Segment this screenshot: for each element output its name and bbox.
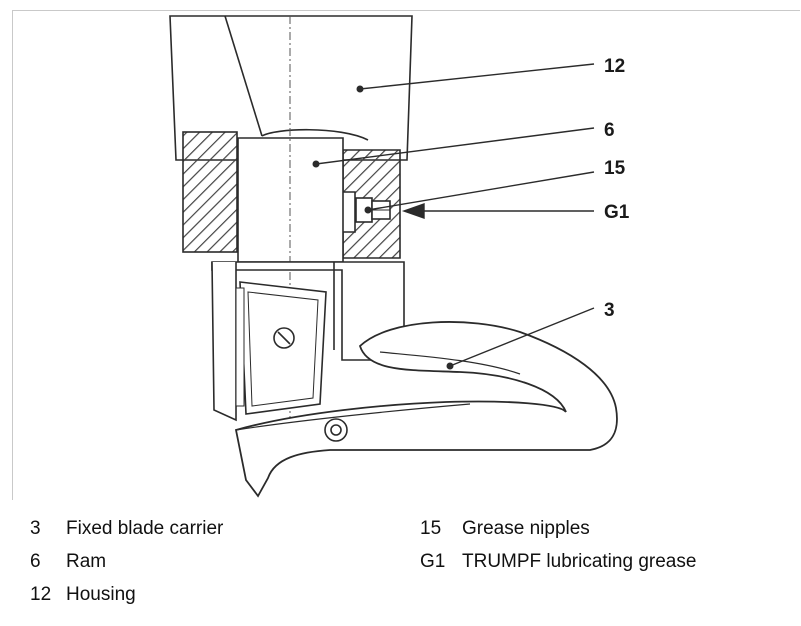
legend-text: Grease nipples (462, 518, 590, 539)
legend-num: 3 (30, 518, 41, 539)
figure-frame (12, 10, 800, 500)
legend-num: 12 (30, 584, 52, 605)
fixed-blade-carrier-drawing (234, 321, 618, 498)
legend-num: 15 (420, 518, 442, 539)
tool-head-diagram: 12 6 15 G1 3 (169, 15, 630, 498)
callout-15: 15 (604, 158, 626, 179)
callout-6: 6 (604, 120, 615, 141)
legend-num: 6 (30, 551, 41, 572)
legend-num: G1 (420, 551, 446, 572)
legend-text: Housing (66, 584, 136, 605)
housing-section-left (182, 131, 238, 253)
legend-text: TRUMPF lubricating grease (462, 551, 697, 572)
legend-text: Fixed blade carrier (66, 518, 224, 539)
callout-g1: G1 (604, 202, 630, 223)
grease-nipple-drawing (355, 197, 391, 223)
callout-12: 12 (604, 56, 625, 77)
blade-screw (273, 327, 295, 349)
leader-lines (312, 63, 595, 370)
callout-3: 3 (604, 300, 615, 321)
blade-holder-drawing (211, 261, 405, 422)
housing-drawing (169, 15, 413, 161)
legend: 3 Fixed blade carrier 6 Ram 12 Housing 1… (0, 506, 801, 626)
carrier-screw (324, 418, 348, 442)
legend-text: Ram (66, 551, 107, 572)
